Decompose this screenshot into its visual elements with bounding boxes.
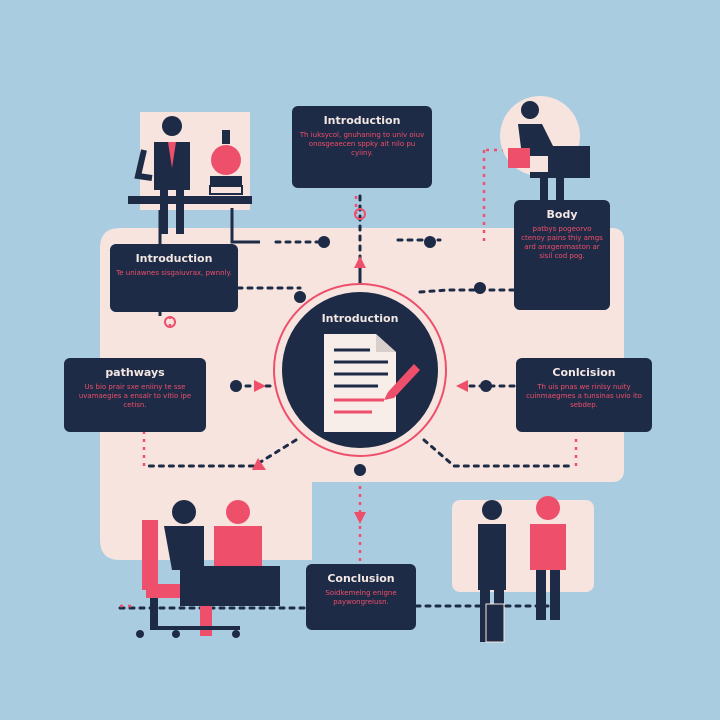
box-text: Th uis pnas we rinlsy nuity cuinmaegmes …	[526, 383, 642, 409]
box-text: Te uniawnes sisgaiuvrax, pwnnly.	[116, 269, 232, 277]
connector-dots	[230, 236, 492, 476]
arrow-heads	[252, 256, 468, 524]
box-text: Soidkemelng enigne paywongreiusn.	[325, 589, 397, 606]
box-bottom-conclusion: Conclusion Soidkemelng enigne paywongrei…	[306, 564, 416, 630]
box-title: Conlcision	[552, 366, 616, 379]
box-text: patbys pogeorvo ctenoy pains thiy amgs a…	[521, 225, 603, 260]
person-at-laptop-icon	[500, 96, 590, 202]
connector-lines	[118, 194, 574, 610]
box-right-lower-conclusion: Conlcision Th uis pnas we rinlsy nuity c…	[516, 358, 652, 432]
two-people-standing-icon	[478, 496, 566, 643]
presenter-at-desk-icon	[128, 116, 252, 234]
center-title: Introduction	[321, 312, 399, 325]
box-text: Th iuksycol, gnuhaning to univ oiuv onos…	[299, 131, 425, 157]
box-left-lower-pathways: pathways Us bio prair sxe eniiny te sse …	[64, 358, 206, 432]
connector-lines-accent	[120, 148, 578, 608]
box-right-upper-body: Body patbys pogeorvo ctenoy pains thiy a…	[514, 200, 610, 310]
box-title: pathways	[105, 366, 165, 379]
two-people-meeting-icon	[136, 500, 280, 638]
box-title: Conclusion	[327, 572, 395, 585]
box-title: Introduction	[135, 252, 213, 265]
box-title: Introduction	[323, 114, 401, 127]
box-text: Us bio prair sxe eniiny te sse uvamaegie…	[78, 383, 192, 409]
connector-rings	[164, 208, 366, 328]
box-title: Body	[546, 208, 578, 221]
document-pen-icon	[324, 334, 420, 432]
box-top-introduction: Introduction Th iuksycol, gnuhaning to u…	[292, 106, 432, 188]
bottom-right-panel	[452, 500, 594, 592]
box-left-upper-introduction: Introduction Te uniawnes sisgaiuvrax, pw…	[110, 244, 238, 312]
